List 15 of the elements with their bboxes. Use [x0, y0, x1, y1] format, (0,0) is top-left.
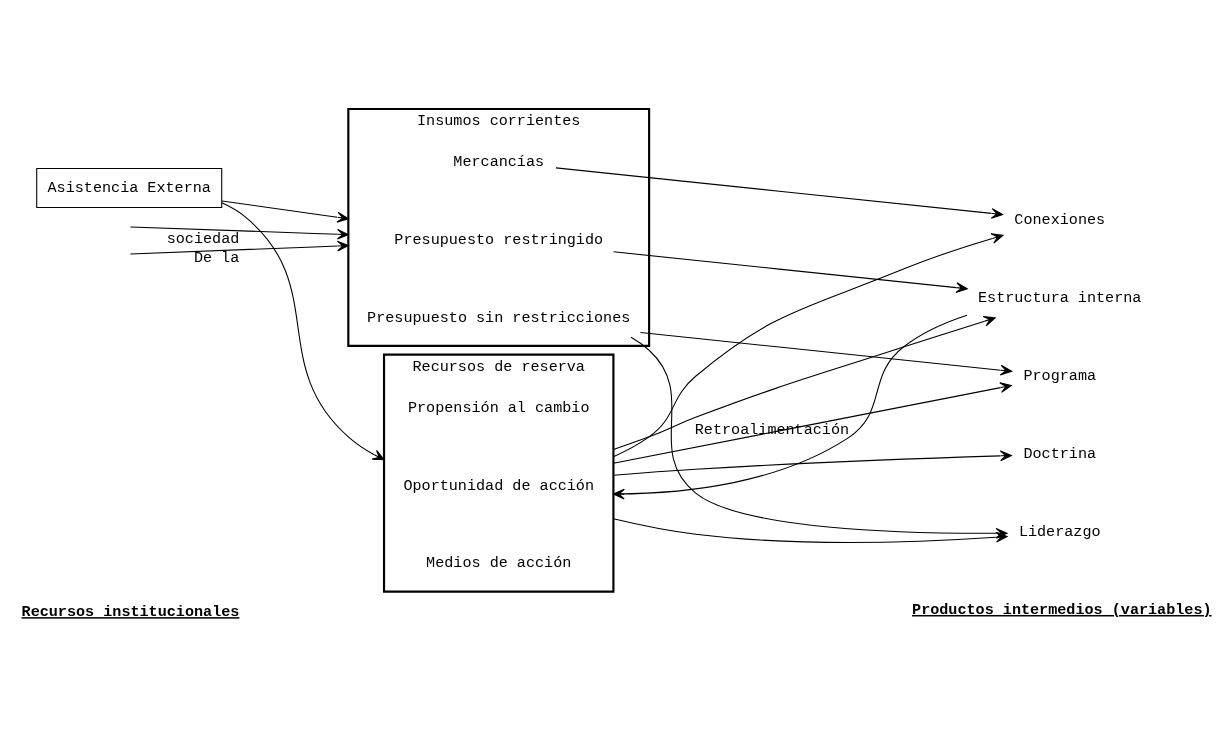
node-text: Doctrina: [1023, 445, 1097, 464]
node-text: Estructura interna: [978, 289, 1142, 308]
node-text: Mercancías: [453, 153, 545, 172]
node-text: Medios de acción: [426, 554, 572, 573]
edge-label: De la: [193, 248, 240, 267]
node-text: Presupuesto restringido: [394, 230, 604, 249]
node-text: Programa: [1023, 367, 1097, 386]
edge-label: sociedad: [166, 229, 240, 248]
node-text: Oportunidad de acción: [403, 476, 595, 495]
node-text: Liderazgo: [1018, 523, 1101, 542]
node-text: Conexiones: [1014, 211, 1106, 230]
node-text: Propensión al cambio: [407, 398, 590, 417]
node-text: Presupuesto sin restricciones: [367, 308, 631, 327]
label: Productos intermedios (variables): [912, 600, 1212, 619]
label: Recursos institucionales: [21, 603, 240, 622]
